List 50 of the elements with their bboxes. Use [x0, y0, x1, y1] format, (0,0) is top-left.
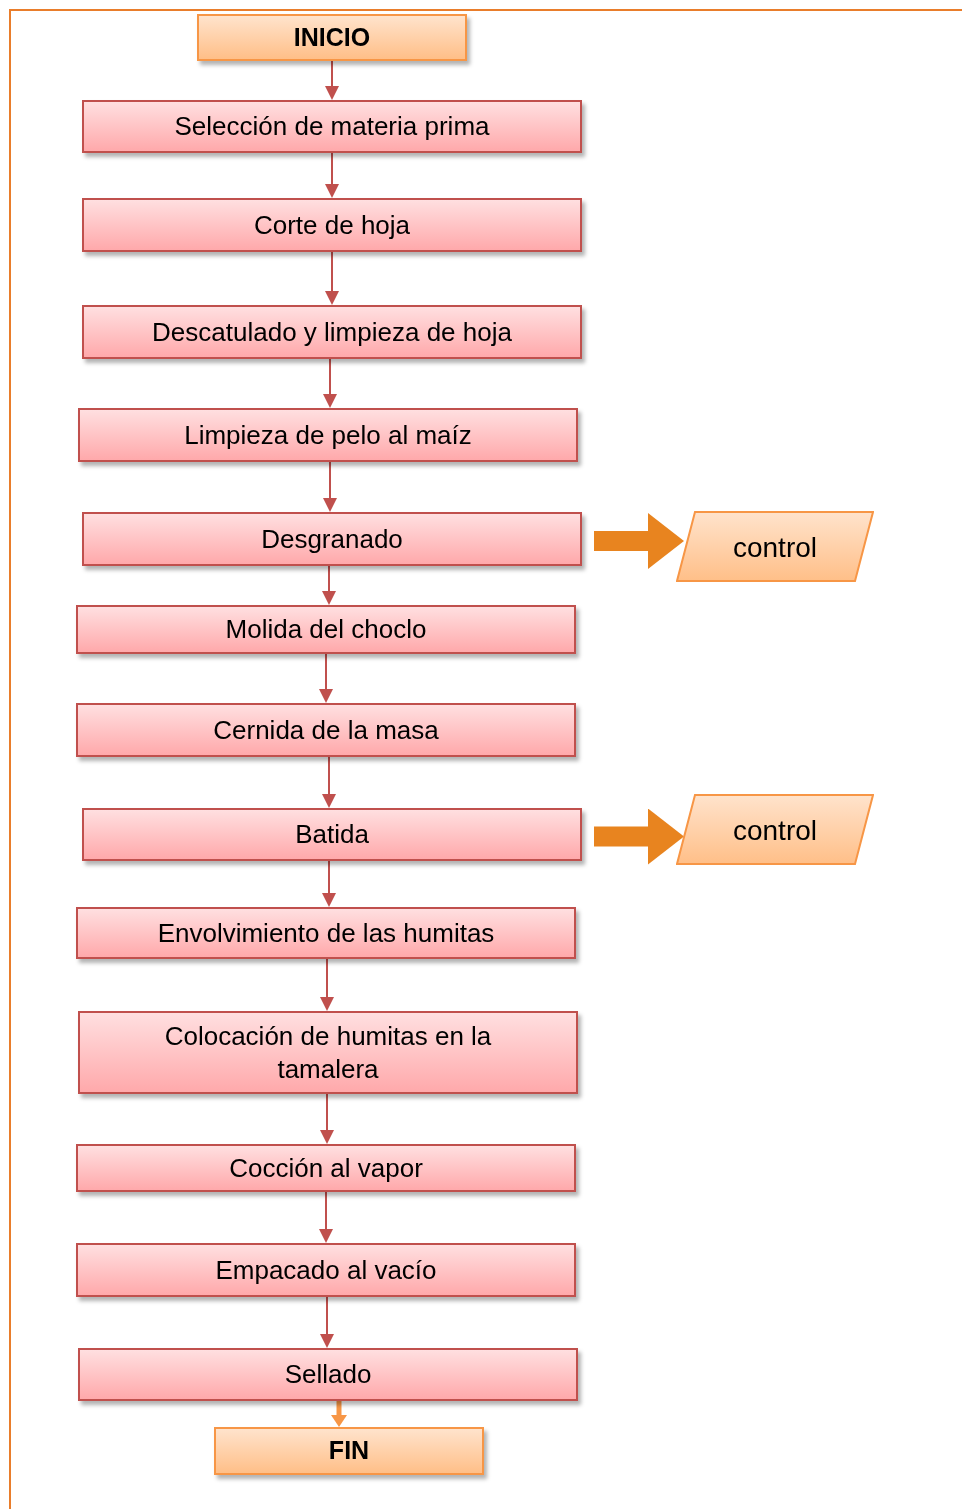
step-label: Corte de hoja [252, 208, 412, 242]
terminal-box [197, 14, 467, 61]
step-label: Cocción al vapor [228, 1151, 424, 1185]
arrow [319, 1191, 333, 1243]
process-box [82, 808, 582, 861]
arrow [322, 565, 336, 605]
step-label: Sellado [283, 1358, 373, 1391]
parallelogram-box [676, 511, 874, 583]
step-label: control [731, 813, 818, 848]
step-label: Envolvimiento de las humitas [156, 916, 496, 950]
arrow [325, 251, 339, 305]
terminal-label: INICIO [292, 21, 372, 53]
arrow [320, 1093, 334, 1144]
arrow [322, 756, 336, 808]
block-arrow [331, 1401, 347, 1427]
arrow [319, 653, 333, 703]
block-arrow [594, 808, 684, 865]
process-box [82, 198, 582, 252]
process-box [76, 1144, 576, 1192]
step-label: control [731, 530, 818, 565]
step-label: Empacado al vacío [214, 1253, 438, 1287]
step-label: Molida del choclo [224, 613, 428, 646]
step-label: Selección de materia prima [173, 110, 491, 143]
arrow [320, 1296, 334, 1348]
terminal-box [214, 1427, 484, 1475]
arrow [325, 60, 339, 100]
step-label: Cernida de la masa [212, 713, 440, 747]
process-box [82, 305, 582, 359]
arrow [320, 958, 334, 1011]
arrow [323, 358, 337, 408]
process-box [82, 100, 582, 153]
step-label: Limpieza de pelo al maíz [183, 418, 473, 452]
arrow [323, 461, 337, 512]
block-arrow [594, 513, 684, 569]
parallelogram-box [676, 794, 874, 866]
process-box [78, 1011, 578, 1094]
process-box [78, 1348, 578, 1401]
process-box [82, 512, 582, 566]
process-box [76, 907, 576, 959]
process-box [76, 605, 576, 654]
process-box [76, 1243, 576, 1297]
process-box [78, 408, 578, 462]
step-label: Colocación de humitas en la tamalera [163, 1020, 493, 1085]
step-label: Batida [294, 818, 370, 851]
arrow [322, 860, 336, 907]
terminal-label: FIN [327, 1435, 371, 1467]
step-label: Desgranado [260, 522, 404, 556]
arrow [325, 152, 339, 198]
step-label: Descatulado y limpieza de hoja [151, 315, 513, 349]
process-box [76, 703, 576, 757]
